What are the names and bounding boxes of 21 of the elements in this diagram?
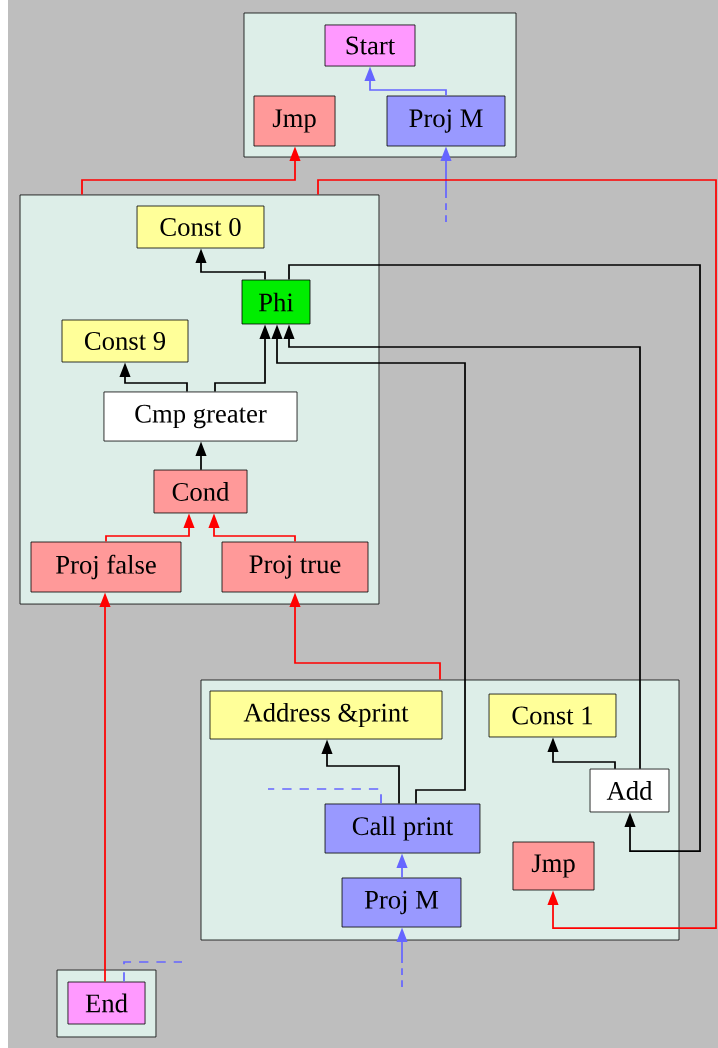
arrow xyxy=(317,179,717,929)
arrow xyxy=(288,264,701,852)
operation-box: Const 1 xyxy=(488,693,617,738)
operation-box: Cmp greater xyxy=(103,391,298,442)
operation-box: Proj true xyxy=(221,541,369,593)
operation-box: Add xyxy=(589,768,670,813)
operation-box: Phi xyxy=(241,279,311,325)
operation-box: Proj M xyxy=(386,95,506,147)
operation-box: End xyxy=(67,981,146,1025)
operation-box: Const 9 xyxy=(61,319,189,363)
operation-box: Const 0 xyxy=(136,205,265,249)
operation-box: Jmp xyxy=(512,841,595,891)
operation-box: Cond xyxy=(153,469,248,514)
connector-line xyxy=(267,788,382,805)
operation-box: Address &print xyxy=(209,690,443,740)
operation-box: Proj M xyxy=(341,877,462,928)
operation-box: Call print xyxy=(324,803,481,854)
operation-box: Proj false xyxy=(30,541,182,593)
connector-line xyxy=(123,961,183,983)
operation-box: Start xyxy=(324,24,416,67)
operation-box: Jmp xyxy=(253,95,336,147)
